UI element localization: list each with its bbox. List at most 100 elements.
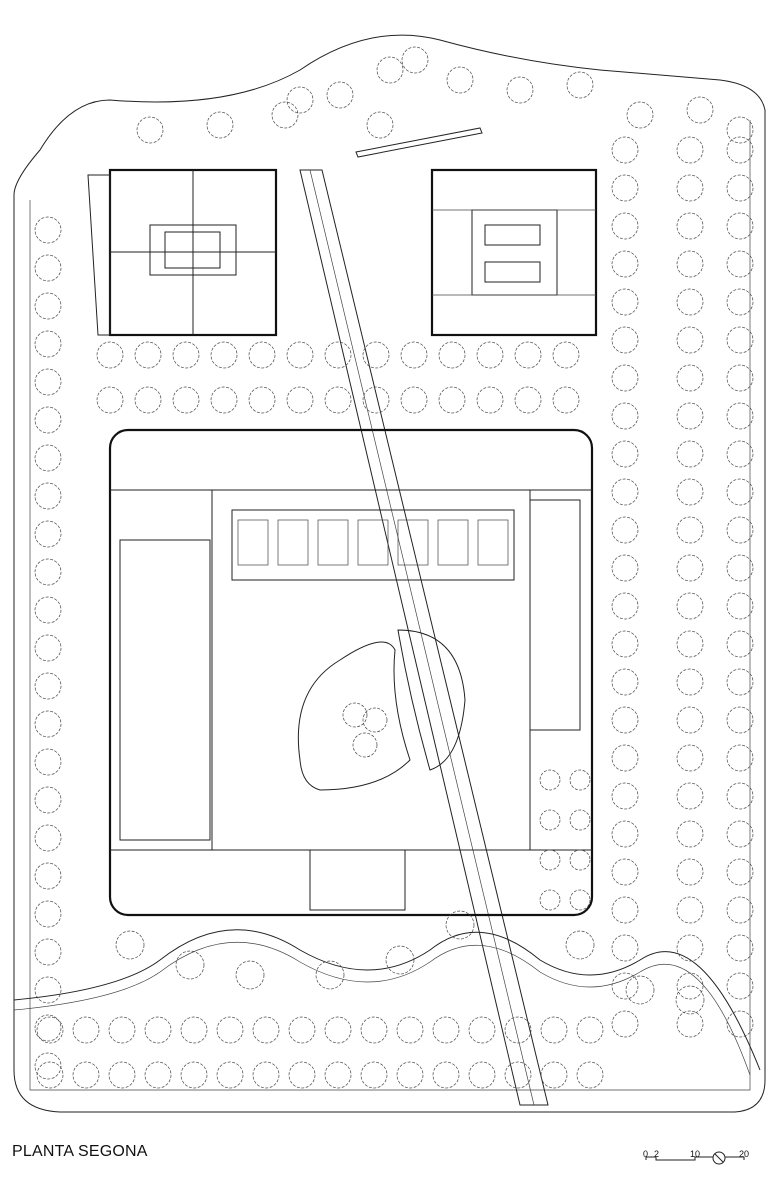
tree <box>324 386 352 414</box>
tree <box>686 96 714 124</box>
tree <box>726 364 754 392</box>
tree <box>210 386 238 414</box>
tree <box>625 975 655 1005</box>
tree <box>362 341 390 369</box>
tree <box>726 896 754 924</box>
tree <box>676 592 704 620</box>
tree <box>676 782 704 810</box>
tree <box>611 478 639 506</box>
tree <box>576 1016 604 1044</box>
tree <box>540 1061 568 1089</box>
tree <box>96 341 124 369</box>
tree <box>324 1016 352 1044</box>
tree <box>271 101 299 129</box>
tree <box>726 554 754 582</box>
tree <box>726 820 754 848</box>
tree <box>726 744 754 772</box>
tree <box>726 706 754 734</box>
tree <box>360 1016 388 1044</box>
tree <box>676 174 704 202</box>
tree <box>172 341 200 369</box>
tree <box>611 630 639 658</box>
tree <box>34 558 62 586</box>
tree <box>726 212 754 240</box>
tree <box>400 341 428 369</box>
tree <box>611 934 639 962</box>
tree <box>611 250 639 278</box>
tree <box>611 288 639 316</box>
tree <box>726 668 754 696</box>
courtyard-pond <box>297 629 466 791</box>
tree <box>476 386 504 414</box>
tree <box>726 136 754 164</box>
tower-right <box>430 168 598 337</box>
tree <box>34 254 62 282</box>
tower-left <box>87 168 278 337</box>
tree <box>216 1016 244 1044</box>
tree <box>576 1061 604 1089</box>
tree <box>468 1016 496 1044</box>
skylight <box>357 519 389 566</box>
tree <box>676 364 704 392</box>
tree <box>676 478 704 506</box>
tree <box>252 1061 280 1089</box>
tree <box>36 1061 64 1089</box>
tree <box>72 1016 100 1044</box>
tree <box>676 288 704 316</box>
tree <box>96 386 124 414</box>
tree <box>72 1061 100 1089</box>
tree <box>539 769 561 791</box>
tree <box>286 341 314 369</box>
tree <box>385 945 415 975</box>
tree <box>726 402 754 430</box>
tree <box>362 707 388 733</box>
tree <box>252 1016 280 1044</box>
wavy-path <box>13 929 761 1071</box>
tree <box>248 341 276 369</box>
tree <box>726 174 754 202</box>
tree <box>539 889 561 911</box>
tree <box>611 402 639 430</box>
tree <box>726 782 754 810</box>
tree <box>611 326 639 354</box>
tree <box>611 136 639 164</box>
tree <box>611 858 639 886</box>
tree <box>108 1061 136 1089</box>
tree <box>34 368 62 396</box>
tree <box>352 732 378 758</box>
tree <box>34 786 62 814</box>
tree <box>676 516 704 544</box>
tree <box>446 66 474 94</box>
tree <box>34 824 62 852</box>
tree <box>539 849 561 871</box>
skylight <box>277 519 309 566</box>
tree <box>34 938 62 966</box>
tree <box>676 630 704 658</box>
tree <box>34 406 62 434</box>
tree <box>676 402 704 430</box>
tree <box>34 596 62 624</box>
tree <box>445 910 475 940</box>
tree <box>400 386 428 414</box>
tree <box>726 972 754 1000</box>
tree <box>396 1016 424 1044</box>
tree <box>324 341 352 369</box>
tree <box>676 212 704 240</box>
tree <box>34 1014 62 1042</box>
tree <box>34 1052 62 1080</box>
tree <box>569 809 591 831</box>
courtyard-building <box>108 428 594 917</box>
tree <box>611 364 639 392</box>
tree <box>34 976 62 1004</box>
tree <box>144 1016 172 1044</box>
tree <box>248 386 276 414</box>
tree <box>504 1016 532 1044</box>
scale-label-2: 2 <box>654 1149 660 1159</box>
tree <box>676 934 704 962</box>
tree <box>726 934 754 962</box>
tree <box>676 706 704 734</box>
tree <box>611 668 639 696</box>
tree <box>468 1061 496 1089</box>
tree <box>506 76 534 104</box>
